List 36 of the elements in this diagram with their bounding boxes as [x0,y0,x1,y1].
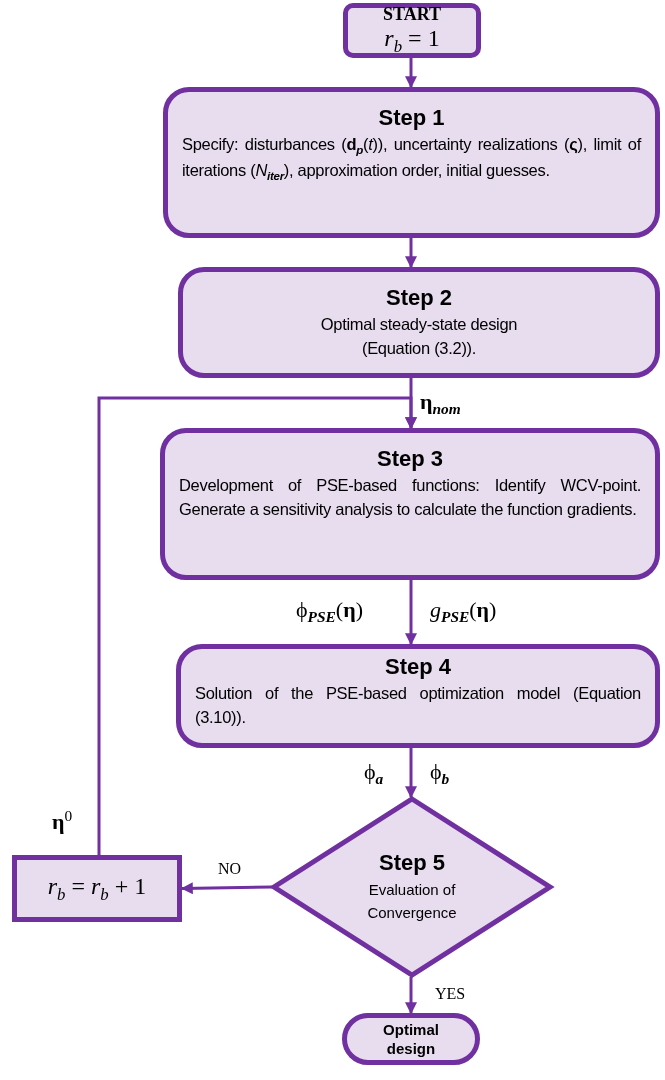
edge-label: η$_{nom}$ [420,390,461,419]
step-title: Step 4 [385,653,451,681]
start-terminal [343,3,481,58]
step-description: Specify: disturbances (d$_{p}$(t)), uncertainty realizations (ς), limit of iterations (N$_{iter}$), approximation order, initial guesses. [182,133,641,184]
signal-label: g$_{PSE}$(η) [430,598,497,627]
start-label: START [382,4,442,25]
arrow [405,748,417,799]
arrow [405,238,417,269]
equation: r$_{b}$ = 1 [384,24,440,57]
arrow [405,977,417,1015]
process-box [176,644,660,748]
process-box [178,267,660,378]
step-description: Development of PSE-based functions: Identify WCV-point. Generate a sensitivity analysis to calculate the function gradients. [179,474,641,520]
step-title: Step 3 [377,445,443,473]
signal-label: ϕ$_{a}$ [364,760,384,789]
step-description: Evaluation of Convergence [366,880,458,924]
arrow [405,58,417,89]
edge-label: NO [218,860,242,878]
process-box [12,855,182,922]
arrow [180,882,273,895]
process-box [160,428,660,580]
step-title: Step 1 [378,104,445,132]
signal-label: ϕ$_{b}$ [430,760,450,789]
step-title: Step 5 [379,849,445,878]
step-title: Step 2 [386,284,452,312]
end-terminal [342,1013,480,1065]
arrow [405,580,417,646]
signal-label: ϕ$_{PSE}$(η) [296,598,363,627]
equation: r$_{b}$ = r$_{b}$ + 1 [47,872,147,905]
process-box [163,87,660,238]
end-label: Optimal design [382,1019,440,1059]
edge-label: YES [435,985,466,1003]
arrow [97,396,417,855]
edge-label: η$^{0}$ [52,808,73,835]
step-description: Optimal steady-state design (Equation (3.2)). [319,313,519,359]
step-description: Solution of the PSE-based optimization model (Equation (3.10)). [195,682,641,728]
